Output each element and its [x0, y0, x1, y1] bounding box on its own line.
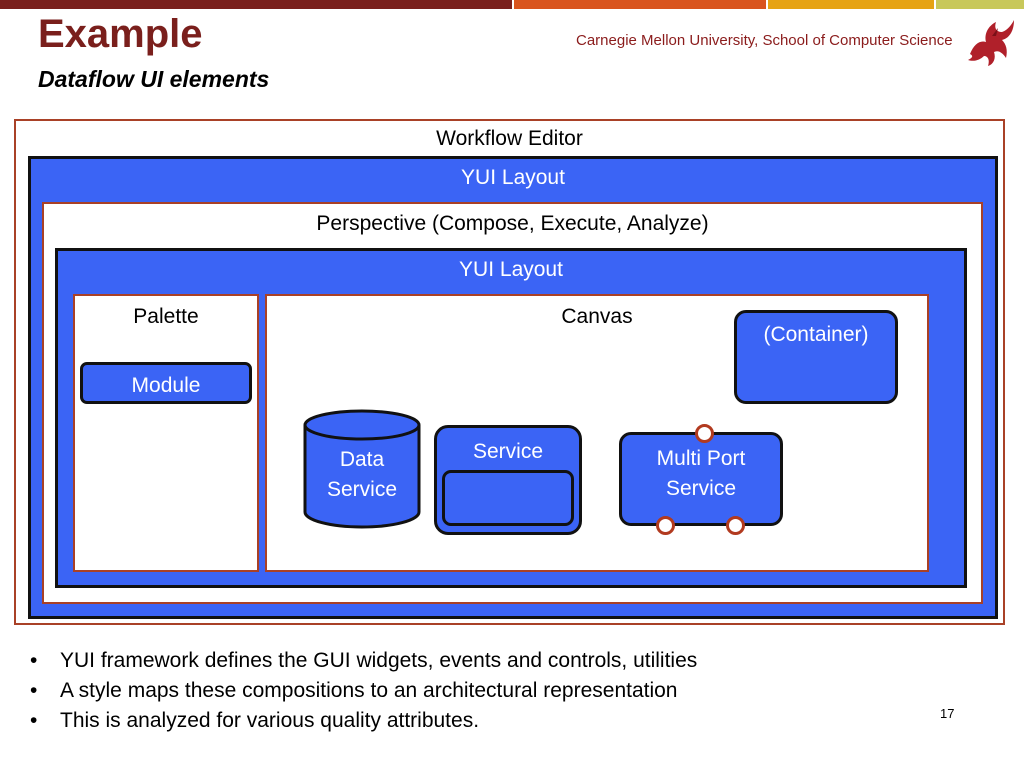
multi-port-label-line1: Multi Port: [656, 447, 746, 470]
cmu-dragon-icon: [968, 20, 1014, 66]
bullet-item: A style maps these compositions to an ar…: [30, 676, 697, 706]
multi-port-output-port-right: [726, 516, 745, 535]
outer-yui-layout-label: YUI Layout: [461, 166, 565, 189]
top-bar-olive: [936, 0, 1024, 9]
slide-title: Example: [38, 12, 203, 56]
top-bar-gold: [768, 0, 934, 9]
affiliation-text: Carnegie Mellon University, School of Co…: [576, 32, 953, 49]
data-service-label-line2: Service: [326, 478, 398, 501]
multi-port-input-port: [695, 424, 714, 443]
palette-panel: [73, 294, 259, 572]
multi-port-output-port-left: [656, 516, 675, 535]
data-service-cylinder: [303, 409, 421, 529]
multi-port-label-line2: Service: [665, 477, 737, 500]
perspective-label: Perspective (Compose, Execute, Analyze): [316, 212, 709, 235]
top-bar-dark-red: [0, 0, 512, 9]
top-bar-orange: [514, 0, 766, 9]
data-service-label-line1: Data: [339, 448, 385, 471]
module-label: Module: [131, 374, 201, 397]
inner-yui-layout-label: YUI Layout: [459, 258, 563, 281]
bullet-item: This is analyzed for various quality att…: [30, 706, 697, 736]
palette-label: Palette: [133, 305, 199, 328]
workflow-editor-label: Workflow Editor: [436, 127, 583, 150]
bullet-item: YUI framework defines the GUI widgets, e…: [30, 646, 697, 676]
service-inner-block: [442, 470, 574, 526]
service-label: Service: [472, 440, 544, 463]
container-block: [734, 310, 898, 404]
bullet-list: YUI framework defines the GUI widgets, e…: [30, 646, 697, 736]
container-label: (Container): [763, 323, 869, 346]
canvas-label: Canvas: [561, 305, 633, 328]
page-number: 17: [940, 706, 955, 721]
module-block: [80, 362, 252, 404]
slide-subtitle: Dataflow UI elements: [38, 66, 270, 92]
